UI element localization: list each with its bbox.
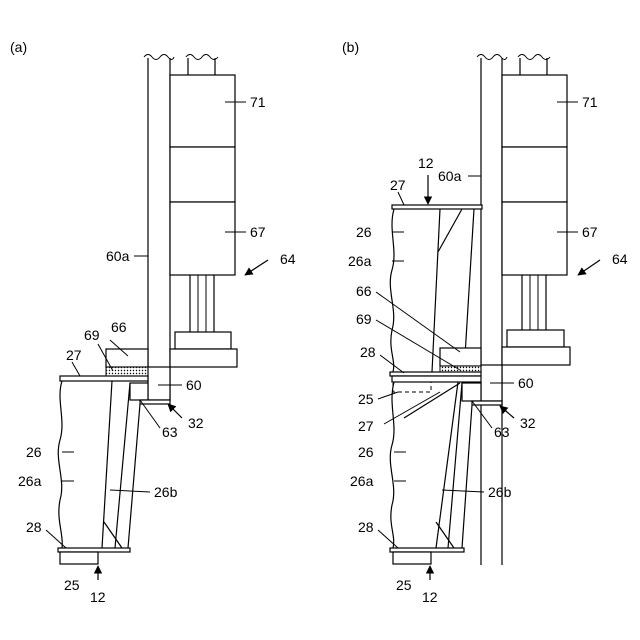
ref-28-b: 28	[358, 519, 374, 535]
ref-27: 27	[66, 347, 82, 363]
ref-64: 64	[280, 251, 296, 267]
panel-a-label: (a)	[10, 39, 27, 55]
ref-26b-b: 26b	[488, 484, 512, 500]
flange-27-mid	[392, 376, 482, 382]
neck-25-b	[393, 552, 431, 564]
ref-12-b: 12	[422, 589, 438, 605]
ref-26a-top: 26a	[348, 253, 372, 269]
flange-27	[60, 376, 148, 381]
cylinder-67	[170, 202, 235, 275]
ref-63-b: 63	[494, 424, 510, 440]
ref-28: 28	[26, 519, 42, 535]
ref-25-top: 25	[358, 391, 374, 407]
panel-b: (b)	[342, 39, 628, 605]
neck-25	[60, 552, 98, 564]
ref-60-b: 60	[518, 375, 534, 391]
flange-27-top	[392, 205, 482, 209]
holder-66	[106, 349, 148, 367]
ref-25: 25	[64, 577, 80, 593]
ref-60a-b: 60a	[438, 168, 462, 184]
edge-32-b	[472, 401, 502, 405]
ref-26b: 26b	[154, 484, 178, 500]
ref-27-top: 27	[390, 177, 406, 193]
ref-26a-b: 26a	[350, 473, 374, 489]
ref-26-b: 26	[358, 444, 374, 460]
ref-66-b: 66	[356, 283, 372, 299]
pad-69	[106, 367, 148, 376]
holder-66-b	[440, 348, 481, 366]
cylinder-71	[170, 75, 235, 147]
arm-60	[148, 367, 170, 400]
block-63-b	[462, 383, 481, 401]
ref-71-b: 71	[582, 94, 598, 110]
ref-63: 63	[162, 424, 178, 440]
ref-27-mid: 27	[358, 418, 374, 434]
ref-26: 26	[26, 444, 42, 460]
bag-26	[58, 381, 140, 548]
ref-25-b: 25	[396, 577, 412, 593]
edge-32	[140, 400, 170, 404]
block-63	[130, 383, 148, 400]
ref-69: 69	[84, 327, 100, 343]
bag-lower-b	[390, 382, 472, 548]
ref-26-top: 26	[356, 224, 372, 240]
ref-32: 32	[188, 415, 204, 431]
ref-28-top: 28	[360, 344, 376, 360]
mount-base	[170, 349, 237, 367]
ref-64-b: 64	[612, 251, 628, 267]
break-mark-b	[518, 55, 550, 60]
panel-b-label: (b)	[342, 39, 359, 55]
ref-67: 67	[250, 224, 266, 240]
ref-12-top: 12	[418, 155, 434, 171]
panel-a: (a)	[10, 39, 296, 605]
ref-69-b: 69	[356, 311, 372, 327]
ref-66: 66	[111, 319, 127, 335]
break-mark	[186, 55, 218, 60]
ref-32-b: 32	[520, 415, 536, 431]
ref-26a: 26a	[18, 473, 42, 489]
ref-60: 60	[186, 377, 202, 393]
cylinder-67-b	[502, 202, 567, 275]
mount-base-b	[502, 347, 570, 365]
bag-upper-b	[390, 205, 482, 372]
cylinder-71-b	[502, 75, 567, 147]
ref-71: 71	[250, 94, 266, 110]
neck-25-hidden	[393, 382, 431, 392]
mount-plate	[175, 332, 231, 349]
cylinder-block-b	[502, 147, 567, 202]
ref-12: 12	[90, 589, 106, 605]
mount-plate-b	[507, 330, 564, 347]
ref-60a: 60a	[106, 248, 130, 264]
cylinder-block	[170, 147, 235, 202]
ref-67-b: 67	[582, 224, 598, 240]
